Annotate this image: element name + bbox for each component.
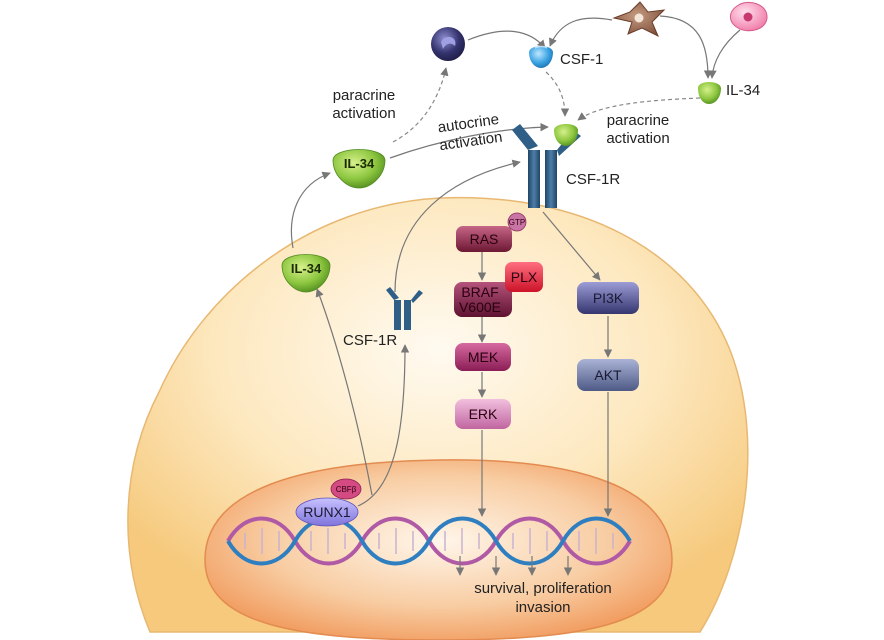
erk-node xyxy=(455,399,511,429)
arrow-paracrine-left xyxy=(392,67,449,143)
nucleus xyxy=(204,459,673,640)
paracrine-left-label-line2: activation xyxy=(332,105,395,122)
cbfb-node xyxy=(330,478,362,500)
pi3k-label: PI3K xyxy=(593,290,624,306)
akt-node xyxy=(577,359,639,391)
il34-inner-ligand xyxy=(281,254,331,293)
akt-label: AKT xyxy=(594,367,622,383)
arrow-runx1-to-csf1r xyxy=(357,344,410,507)
il34-bound-ligand xyxy=(554,124,578,146)
paracrine-right-label-line1: paracrine xyxy=(607,112,670,129)
paracrine-right-label-line2: activation xyxy=(606,130,669,147)
macrophage-cell xyxy=(612,1,666,38)
arrow-macrophage-to-csf1 xyxy=(549,17,613,47)
mek-node xyxy=(455,343,511,371)
arrow-csf1-to-receptor xyxy=(545,71,570,117)
csf1-ligand xyxy=(529,45,553,68)
arrow-autocrine xyxy=(389,122,549,159)
braf-label-line2: V600E xyxy=(459,299,501,315)
erk-label: ERK xyxy=(469,406,498,422)
arrow-paracrine-right xyxy=(577,97,701,121)
outcome-label-line2: invasion xyxy=(515,599,570,616)
ras-label: RAS xyxy=(470,231,499,247)
mek-label: MEK xyxy=(468,349,499,365)
gtp-node xyxy=(507,212,527,232)
paracrine-left-label-line1: paracrine xyxy=(333,87,396,104)
arrow-csf1r-trafficking xyxy=(394,159,521,293)
cbfb-label: CBFβ xyxy=(336,485,357,494)
arrow-runx1-to-il34 xyxy=(315,288,373,496)
monocyte-cell xyxy=(431,27,465,61)
csf1r-membrane-label: CSF-1R xyxy=(566,171,620,188)
arrow-monocyte-to-csf1 xyxy=(467,30,546,49)
plx-inhibitor-node xyxy=(505,262,543,292)
ras-node xyxy=(456,226,512,252)
pi3k-node xyxy=(577,282,639,314)
runx1-node xyxy=(295,497,359,527)
csf1r-inner-label: CSF-1R xyxy=(343,332,397,349)
il34-secreted-ligand xyxy=(332,149,386,189)
il34-inner-label: IL-34 xyxy=(291,261,322,276)
arrow-il34-secretion xyxy=(290,171,331,249)
runx1-label: RUNX1 xyxy=(303,504,351,520)
arrow-pinkcell-to-il34 xyxy=(708,29,741,79)
csf1-label: CSF-1 xyxy=(560,51,603,68)
outcome-label-line1: survival, proliferation xyxy=(474,580,612,597)
arrow-macrophage-to-il34 xyxy=(659,15,713,79)
arrow-receptor-to-pi3k xyxy=(542,211,601,281)
il34-top-right-ligand xyxy=(698,82,721,104)
il34-secreted-label: IL-34 xyxy=(344,156,375,171)
plx-label: PLX xyxy=(511,269,538,285)
csf1r-inner-receptor xyxy=(386,287,423,330)
braf-label-line1: BRAF xyxy=(461,284,498,300)
braf-v600e-node xyxy=(454,282,512,317)
il34-top-right-label: IL-34 xyxy=(726,82,760,99)
gtp-label: GTP xyxy=(509,218,525,227)
pink-cell xyxy=(729,2,768,32)
dna-helix xyxy=(226,516,632,566)
